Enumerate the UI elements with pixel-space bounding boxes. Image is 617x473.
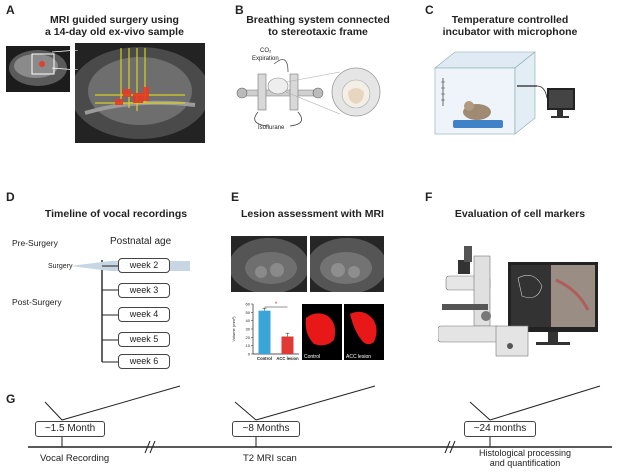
vocal-recording-label: Vocal Recording [40, 453, 110, 464]
duration-box: ~1.5 Month [35, 421, 105, 437]
panel-letter-a: A [6, 3, 15, 17]
panel-b-title-line1: Breathing system connected [246, 14, 390, 26]
zoom-connector-lines [52, 50, 79, 70]
microscope-illustration [438, 246, 598, 357]
pre-surgery-label: Pre-Surgery [12, 238, 58, 248]
lesion-label-acc: ACC lesion [346, 354, 372, 360]
mri-scan-label: T2 MRI scan [243, 453, 297, 464]
co2-label: CO₂ [260, 48, 272, 54]
week-box: week 4 [118, 307, 170, 322]
chart-y-tick-label: 30 [246, 327, 251, 332]
panel-e-title: Lesion assessment with MRI [241, 208, 384, 220]
mri-scan-left [231, 236, 307, 292]
chart-bar [258, 310, 271, 354]
brain-mri-thumbnail [6, 46, 70, 92]
histology-label: Histological processing and quantificati… [470, 448, 580, 468]
chart-y-tick-label: 20 [246, 335, 251, 340]
panel-f-title: Evaluation of cell markers [454, 208, 586, 220]
panel-b-title-line2: to stereotaxic frame [268, 26, 368, 38]
histology-label-line1: Histological processing [478, 448, 572, 458]
surgery-label: Surgery [48, 263, 73, 270]
chart-category-label: ACC lesion [276, 356, 299, 361]
week-box: week 2 [118, 258, 170, 273]
incubator-illustration [434, 51, 575, 135]
panel-b-title: Breathing system connected to stereotaxi… [238, 14, 398, 38]
panel-letter-f: F [425, 190, 433, 204]
isoflurane-label: Isoflurane [258, 125, 285, 131]
overall-timeline [28, 385, 612, 454]
chart-y-tick-label: 10 [246, 343, 251, 348]
week-box: week 3 [118, 283, 170, 298]
postnatal-age-label: Postnatal age [110, 236, 172, 247]
chart-category-label: Control [257, 356, 272, 361]
panel-a-title: MRI guided surgery using a 14-day old ex… [22, 14, 207, 38]
week-box: week 6 [118, 354, 170, 369]
post-surgery-label: Post-Surgery [12, 297, 62, 307]
panel-c-title-line1: Temperature controlled [451, 14, 569, 26]
lesion-image-acc [344, 304, 384, 360]
chart-significance-star: * [275, 302, 278, 308]
panel-c-title: Temperature controlled incubator with mi… [430, 14, 590, 38]
chart-y-tick-label: 0 [248, 352, 251, 357]
duration-box: ~24 months [464, 421, 536, 437]
lesion-image-control [302, 304, 342, 360]
panel-d-title: Timeline of vocal recordings [44, 208, 188, 220]
panel-letter-d: D [6, 190, 15, 204]
chart-y-tick-label: 50 [246, 310, 251, 315]
expiration-label: Expiration [252, 56, 279, 62]
brain-mri-zoomed [75, 43, 205, 143]
chart-y-tick-label: 60 [246, 302, 251, 307]
panel-letter-b: B [235, 3, 244, 17]
chart-y-axis-label: Volume (mm³) [231, 316, 236, 342]
chart-bar [281, 336, 294, 354]
panel-letter-e: E [231, 190, 240, 204]
panel-a-title-line1: MRI guided surgery using [50, 14, 179, 26]
week-box: week 5 [118, 332, 170, 347]
histology-label-line2: and quantification [489, 458, 561, 468]
duration-box: ~8 Months [232, 421, 300, 437]
panel-letter-g: G [6, 392, 16, 406]
panel-c-title-line2: incubator with microphone [442, 26, 578, 38]
mri-scan-right [310, 236, 384, 292]
chart-y-tick-label: 40 [246, 318, 251, 323]
panel-letter-c: C [425, 3, 434, 17]
panel-a-title-line2: a 14-day old ex-vivo sample [45, 26, 184, 38]
lesion-label-control: Control [304, 354, 321, 360]
stereotaxic-frame-illustration [236, 59, 381, 127]
